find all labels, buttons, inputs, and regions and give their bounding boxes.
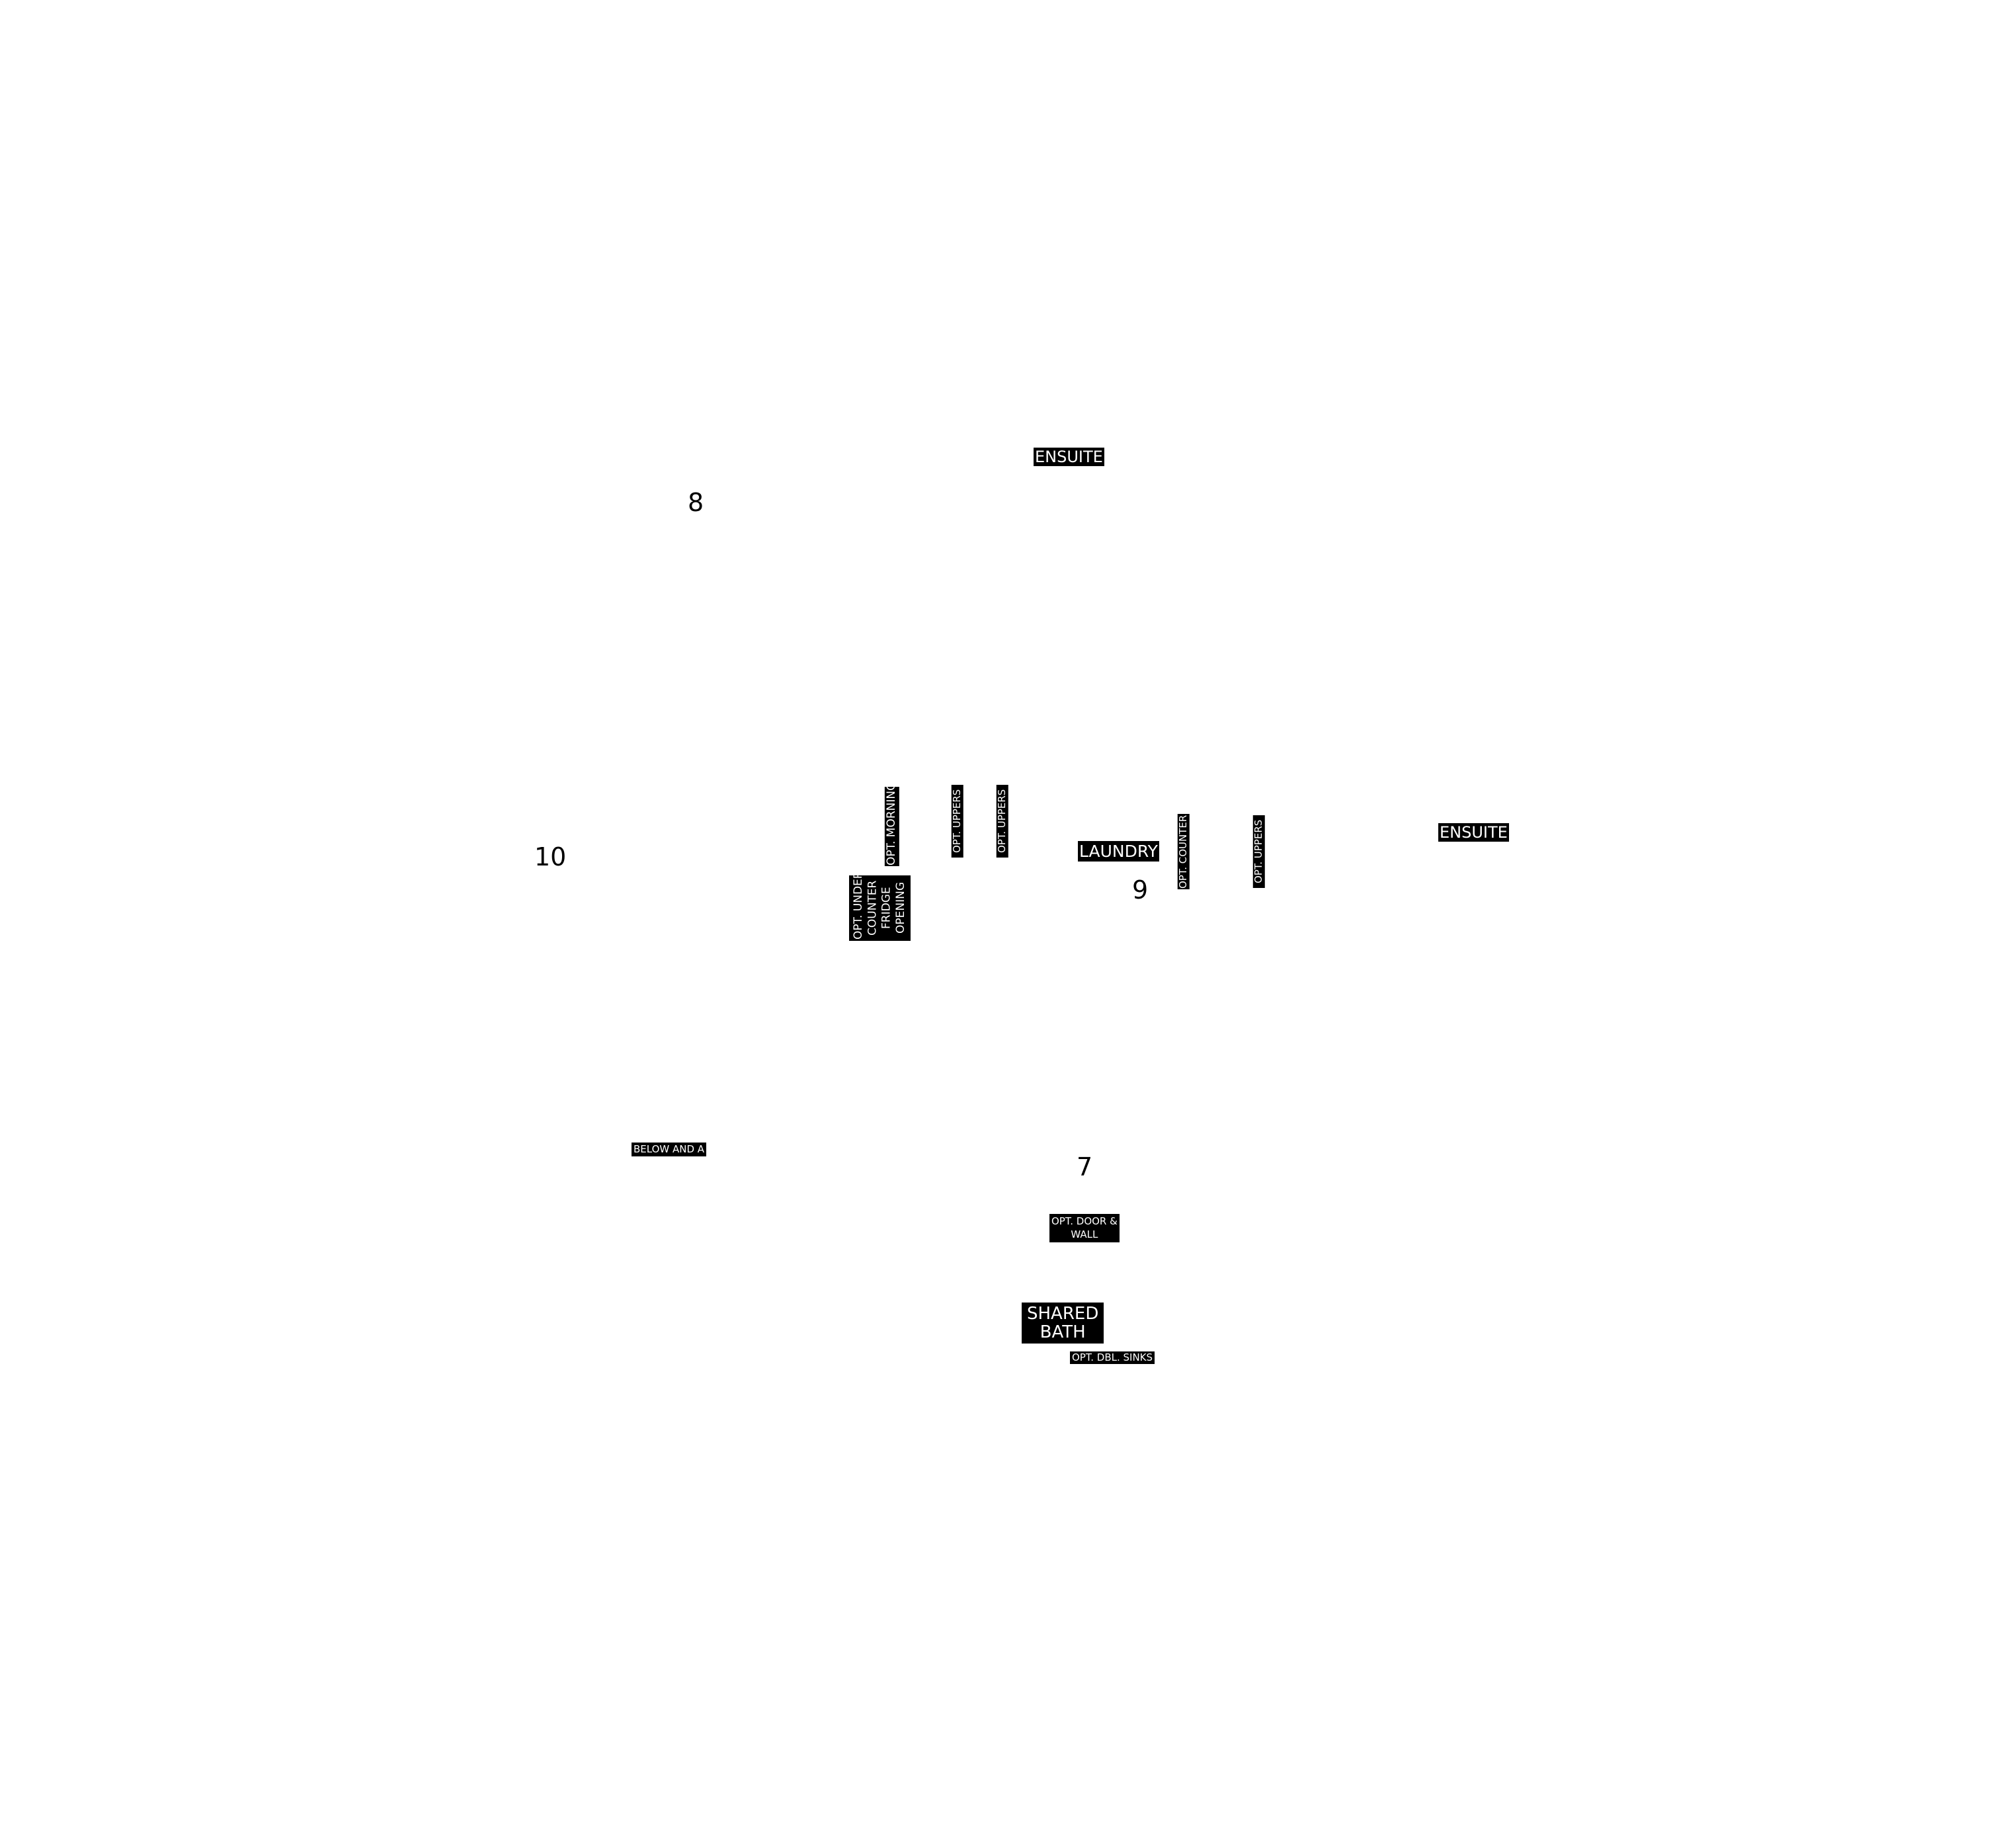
bedroom-number-7: 7 (1077, 1152, 1093, 1182)
option-label-below-and: BELOW AND A (632, 1143, 707, 1156)
room-label-laundry: LAUNDRY (1078, 841, 1159, 862)
option-label-counter: OPT. COUNTER (1177, 814, 1190, 889)
option-label-morning: OPT. MORNING (885, 782, 899, 866)
room-label-shared-bath: SHARED BATH (1022, 1303, 1104, 1344)
option-label-dbl-sinks: OPT. DBL. SINKS (1070, 1351, 1155, 1364)
bedroom-number-9: 9 (1132, 875, 1149, 904)
room-label-ensuite-top: ENSUITE (1034, 448, 1104, 466)
room-label-ensuite-right: ENSUITE (1438, 823, 1509, 842)
option-label-door-wall: OPT. DOOR & WALL (1049, 1214, 1120, 1242)
option-label-under-counter-fridge: OPT. UNDER COUNTER FRIDGE OPENING (849, 871, 911, 941)
bedroom-number-8: 8 (688, 488, 704, 517)
option-label-uppers-3: OPT. UPPERS (1252, 815, 1265, 888)
bedroom-number-10: 10 (534, 842, 567, 871)
option-label-uppers-2: OPT. UPPERS (996, 785, 1008, 858)
option-label-uppers-1: OPT. UPPERS (951, 785, 963, 858)
